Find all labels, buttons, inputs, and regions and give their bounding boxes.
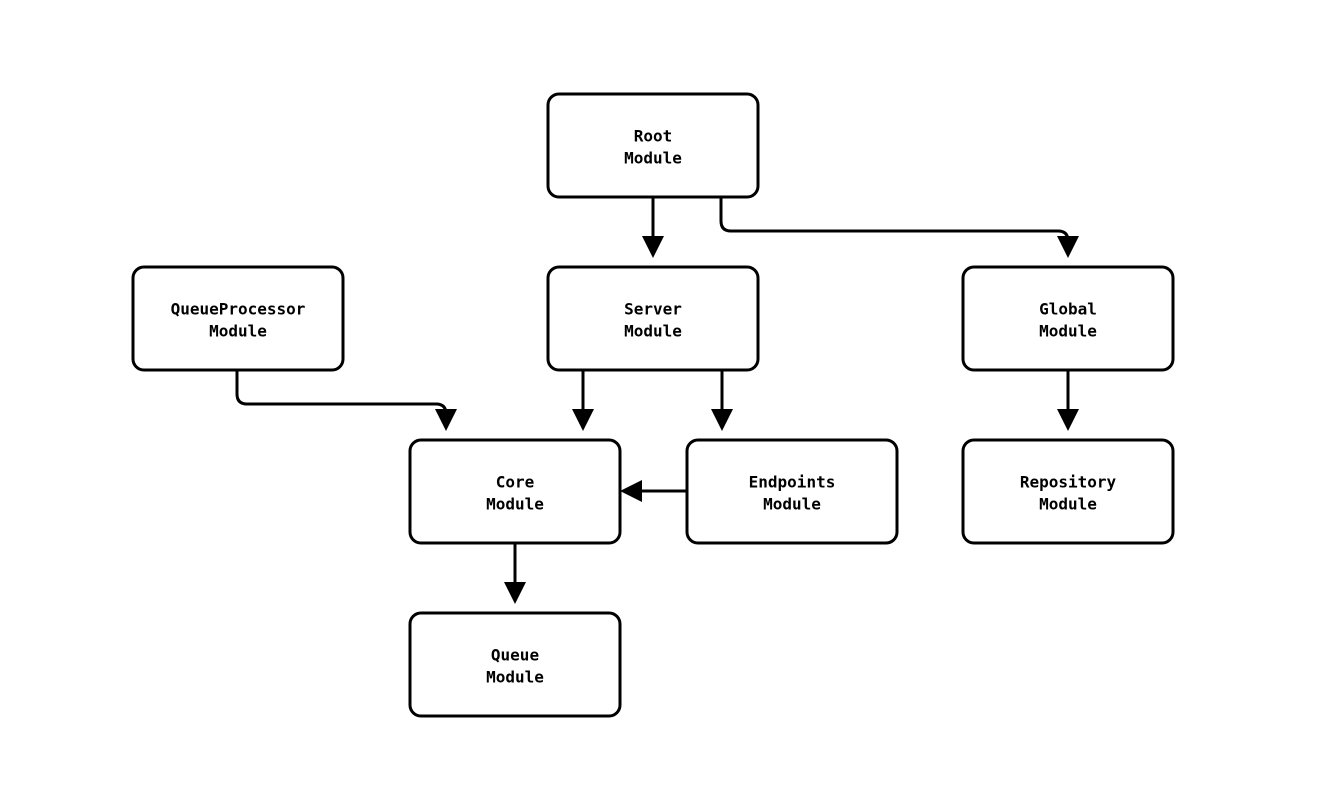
node-repository-label-line1: Repository xyxy=(1020,473,1117,492)
node-core-label-line2: Module xyxy=(486,495,544,514)
edge-root-global-line xyxy=(719,197,1070,242)
edge-server-core-arrowhead xyxy=(572,409,594,431)
node-root-label-line1: Root xyxy=(634,127,673,146)
edge-queueprocessor-core-line xyxy=(235,370,448,415)
node-queueprocessor-label-line2: Module xyxy=(209,322,267,341)
edge-server-core xyxy=(572,370,594,431)
node-repository-box[interactable] xyxy=(961,438,1175,545)
edge-queueprocessor-core-arrowhead xyxy=(435,409,457,431)
node-queueprocessor-label-line1: QueueProcessor xyxy=(171,300,306,319)
edge-server-endpoints xyxy=(711,370,733,431)
node-queue-label-line2: Module xyxy=(486,668,544,687)
node-global-label-line2: Module xyxy=(1039,322,1097,341)
node-endpoints-box[interactable] xyxy=(685,438,899,545)
node-core-label-line1: Core xyxy=(496,473,535,492)
node-queueprocessor-box[interactable] xyxy=(131,265,345,372)
edge-endpoints-core xyxy=(620,480,687,502)
edge-endpoints-core-arrowhead xyxy=(620,480,642,502)
node-server-label-line2: Module xyxy=(624,322,682,341)
node-root-label-line2: Module xyxy=(624,149,682,168)
node-endpoints-label-line1: Endpoints xyxy=(749,473,836,492)
node-global[interactable]: Global Module xyxy=(961,265,1175,372)
node-server-label-line1: Server xyxy=(624,300,682,319)
edge-queueprocessor-core xyxy=(235,370,457,431)
node-core[interactable]: Core Module xyxy=(408,438,622,545)
node-endpoints-label-line2: Module xyxy=(763,495,821,514)
node-server[interactable]: Server Module xyxy=(546,265,760,372)
node-repository[interactable]: Repository Module xyxy=(961,438,1175,545)
node-queue[interactable]: Queue Module xyxy=(408,611,622,718)
edge-core-queue xyxy=(504,543,526,604)
edge-server-endpoints-arrowhead xyxy=(711,409,733,431)
node-repository-label-line2: Module xyxy=(1039,495,1097,514)
node-global-box[interactable] xyxy=(961,265,1175,372)
node-endpoints[interactable]: Endpoints Module xyxy=(685,438,899,545)
edge-layer xyxy=(235,197,1079,604)
node-root-box[interactable] xyxy=(546,92,760,199)
node-global-label-line1: Global xyxy=(1039,300,1097,319)
edge-global-repository-arrowhead xyxy=(1057,409,1079,431)
node-core-box[interactable] xyxy=(408,438,622,545)
node-server-box[interactable] xyxy=(546,265,760,372)
edge-root-global xyxy=(719,197,1079,258)
node-queueprocessor[interactable]: QueueProcessor Module xyxy=(131,265,345,372)
edge-root-global-arrowhead xyxy=(1057,236,1079,258)
edge-global-repository xyxy=(1057,370,1079,431)
node-queue-label-line1: Queue xyxy=(491,646,539,665)
edge-core-queue-arrowhead xyxy=(504,582,526,604)
node-queue-box[interactable] xyxy=(408,611,622,718)
edge-root-server-arrowhead xyxy=(642,236,664,258)
node-root[interactable]: Root Module xyxy=(546,92,760,199)
edge-root-server xyxy=(642,197,664,258)
node-layer: Root Module QueueProcessor Module Server… xyxy=(131,92,1175,718)
